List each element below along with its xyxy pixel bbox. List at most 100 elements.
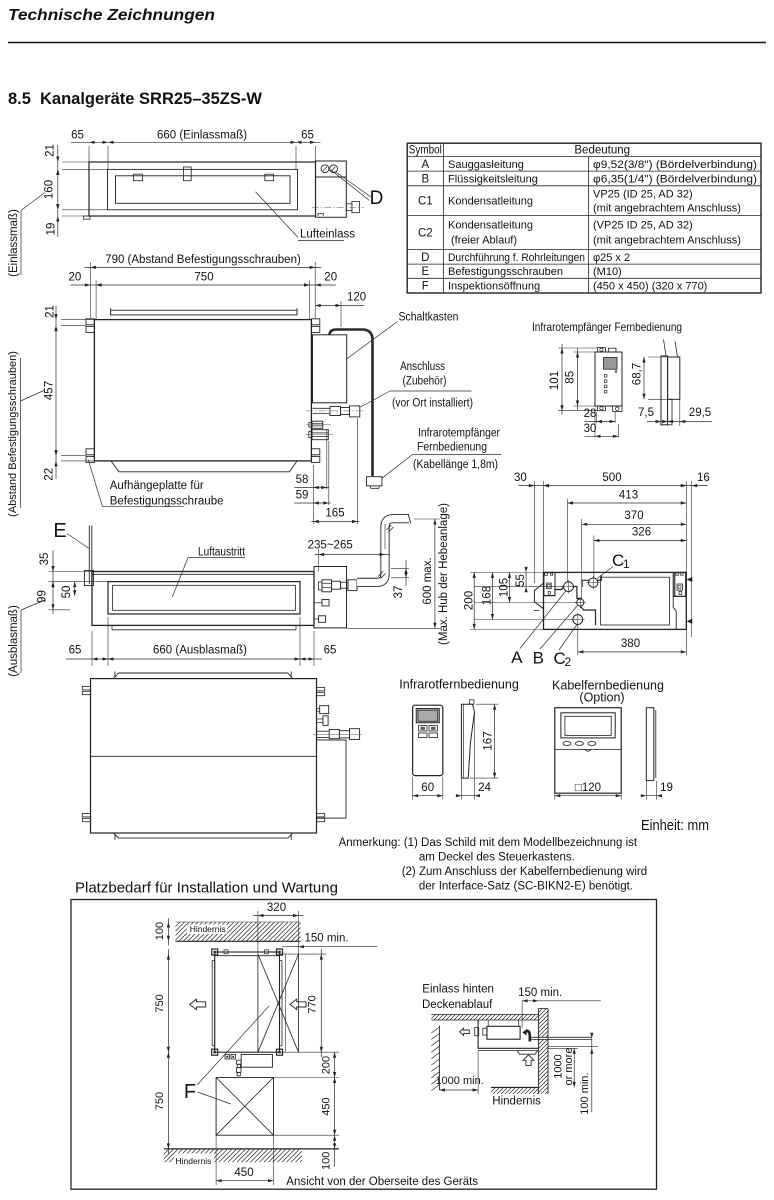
svg-text:der Interface-Satz (SC-BIKN2-E: der Interface-Satz (SC-BIKN2-E) benötigt…: [419, 881, 633, 893]
svg-text:Kabelfernbedienung: Kabelfernbedienung: [552, 679, 664, 693]
svg-text:(M10): (M10): [593, 266, 622, 278]
svg-text:660 (Ausblasmaß): 660 (Ausblasmaß): [153, 645, 247, 657]
svg-text:C2: C2: [418, 228, 433, 240]
svg-text:28: 28: [584, 408, 597, 420]
svg-text:Infrarotempfänger: Infrarotempfänger: [418, 428, 500, 440]
svg-text:E: E: [421, 266, 429, 278]
svg-text:65: 65: [324, 645, 337, 657]
svg-text:Einheit: mm: Einheit: mm: [641, 818, 709, 834]
svg-text:Flüssigkeitsleitung: Flüssigkeitsleitung: [448, 173, 538, 185]
svg-text:□120: □120: [575, 782, 601, 794]
svg-text:19: 19: [660, 782, 673, 794]
svg-text:8.5: 8.5: [8, 90, 31, 108]
svg-text:68,7: 68,7: [632, 363, 644, 385]
svg-text:55: 55: [515, 574, 527, 587]
svg-text:(Option): (Option): [579, 691, 624, 705]
svg-text:Kanalgeräte SRR25–35ZS-W: Kanalgeräte SRR25–35ZS-W: [40, 90, 262, 108]
svg-text:58: 58: [296, 474, 309, 486]
svg-text:750: 750: [194, 272, 213, 284]
svg-text:(Kabellänge 1,8m): (Kabellänge 1,8m): [413, 459, 498, 471]
svg-text:Anschluss: Anschluss: [400, 361, 445, 373]
svg-text:A: A: [421, 159, 429, 171]
svg-text:85: 85: [565, 371, 577, 384]
svg-text:30: 30: [584, 423, 597, 435]
svg-text:160: 160: [44, 180, 56, 199]
svg-text:F: F: [184, 1081, 196, 1103]
svg-text:(2) Zum Anschluss der Kabelfer: (2) Zum Anschluss der Kabelfernbedienung…: [402, 866, 647, 878]
svg-text:Hindernis: Hindernis: [176, 1156, 212, 1166]
svg-text:B: B: [533, 649, 544, 668]
svg-text:65: 65: [301, 130, 314, 142]
svg-text:16: 16: [697, 472, 710, 484]
svg-text:19: 19: [46, 223, 58, 236]
svg-text:29,5: 29,5: [689, 407, 711, 419]
svg-text:120: 120: [347, 292, 366, 304]
svg-text:35: 35: [39, 553, 51, 566]
svg-text:168: 168: [482, 586, 494, 605]
svg-text:Durchführung f. Rohrleitungen: Durchführung f. Rohrleitungen: [448, 252, 585, 264]
svg-text:Aufhängeplatte für: Aufhängeplatte für: [110, 480, 204, 492]
svg-text:1000 min.: 1000 min.: [435, 1075, 483, 1087]
svg-text:Befestigungsschraube: Befestigungsschraube: [110, 496, 224, 508]
svg-text:Ansicht von der Oberseite des: Ansicht von der Oberseite des Geräts: [286, 1176, 478, 1188]
svg-text:59: 59: [296, 490, 309, 502]
svg-text:65: 65: [69, 645, 82, 657]
svg-text:60: 60: [421, 782, 434, 794]
svg-text:Anmerkung: (1) Das Schild mit: Anmerkung: (1) Das Schild mit dem Modell…: [339, 837, 638, 849]
svg-text:50: 50: [61, 586, 73, 599]
svg-text:Bedeutung: Bedeutung: [574, 145, 630, 157]
svg-text:413: 413: [619, 490, 638, 502]
svg-text:105: 105: [499, 578, 511, 597]
svg-text:Kondensatleitung: Kondensatleitung: [448, 220, 533, 232]
svg-text:(mit angebrachtem Anschluss): (mit angebrachtem Anschluss): [593, 235, 741, 247]
svg-text:100 min.: 100 min.: [579, 1072, 591, 1114]
svg-text:Fernbedienung: Fernbedienung: [417, 442, 487, 454]
svg-text:1: 1: [623, 557, 630, 571]
svg-text:C1: C1: [418, 196, 433, 208]
svg-text:450: 450: [321, 1097, 333, 1115]
svg-text:B: B: [421, 173, 429, 185]
svg-text:Platzbedarf für Installation u: Platzbedarf für Installation und Wartung: [75, 880, 338, 897]
svg-text:D: D: [370, 188, 384, 209]
svg-text:φ6,35(1/4") (Bördelverbindung): φ6,35(1/4") (Bördelverbindung): [593, 173, 757, 185]
svg-text:(Einlassmaß): (Einlassmaß): [8, 209, 20, 277]
svg-text:2: 2: [565, 655, 572, 669]
svg-text:22: 22: [44, 468, 56, 481]
svg-text:or more: or more: [563, 1048, 575, 1086]
svg-text:Technische Zeichnungen: Technische Zeichnungen: [8, 7, 215, 24]
svg-text:A: A: [511, 648, 523, 667]
svg-text:600 max.: 600 max.: [422, 557, 434, 604]
svg-text:Symbol: Symbol: [409, 145, 442, 157]
svg-text:(VP25 ID 25, AD 32): (VP25 ID 25, AD 32): [593, 220, 693, 232]
svg-text:(mit angebrachtem Anschluss): (mit angebrachtem Anschluss): [593, 203, 741, 215]
svg-text:F: F: [422, 281, 429, 293]
svg-text:660 (Einlassmaß): 660 (Einlassmaß): [157, 130, 247, 142]
svg-text:Einlass hinten: Einlass hinten: [422, 984, 494, 996]
svg-text:Infrarotfernbedienung: Infrarotfernbedienung: [399, 678, 519, 692]
svg-text:φ25 x 2: φ25 x 2: [593, 252, 630, 264]
svg-text:VP25 (ID 25, AD 32): VP25 (ID 25, AD 32): [593, 189, 693, 201]
svg-text:(Zubehör): (Zubehör): [403, 376, 447, 388]
svg-text:(450 x 450) (320 x 770): (450 x 450) (320 x 770): [593, 281, 707, 293]
svg-text:Lufteinlass: Lufteinlass: [300, 229, 355, 241]
svg-text:Sauggasleitung: Sauggasleitung: [448, 159, 524, 171]
svg-text:380: 380: [621, 638, 640, 650]
svg-text:D: D: [421, 252, 429, 264]
svg-text:Deckenablauf: Deckenablauf: [422, 999, 493, 1011]
svg-text:(vor Ort installiert): (vor Ort installiert): [392, 398, 473, 410]
svg-text:37: 37: [393, 586, 405, 599]
svg-text:(freier Ablauf): (freier Ablauf): [451, 235, 517, 247]
svg-text:Hindernis: Hindernis: [492, 1096, 541, 1108]
svg-text:750: 750: [154, 1092, 166, 1110]
svg-text:24: 24: [478, 782, 491, 794]
svg-text:320: 320: [267, 902, 286, 914]
svg-text:(Max. Hub der Hebeanlage): (Max. Hub der Hebeanlage): [438, 503, 450, 645]
svg-text:Schaltkasten: Schaltkasten: [399, 312, 459, 324]
svg-text:235~265: 235~265: [308, 540, 353, 552]
svg-text:100: 100: [154, 922, 166, 940]
svg-text:E: E: [53, 520, 66, 542]
svg-text:Inspektionsöffnung: Inspektionsöffnung: [448, 281, 540, 293]
svg-text:450: 450: [234, 1167, 253, 1179]
svg-text:790 (Abstand Befestigungsschra: 790 (Abstand Befestigungsschrauben): [105, 254, 301, 266]
svg-text:φ9,52(3/8") (Bördelverbindung): φ9,52(3/8") (Bördelverbindung): [593, 159, 757, 171]
